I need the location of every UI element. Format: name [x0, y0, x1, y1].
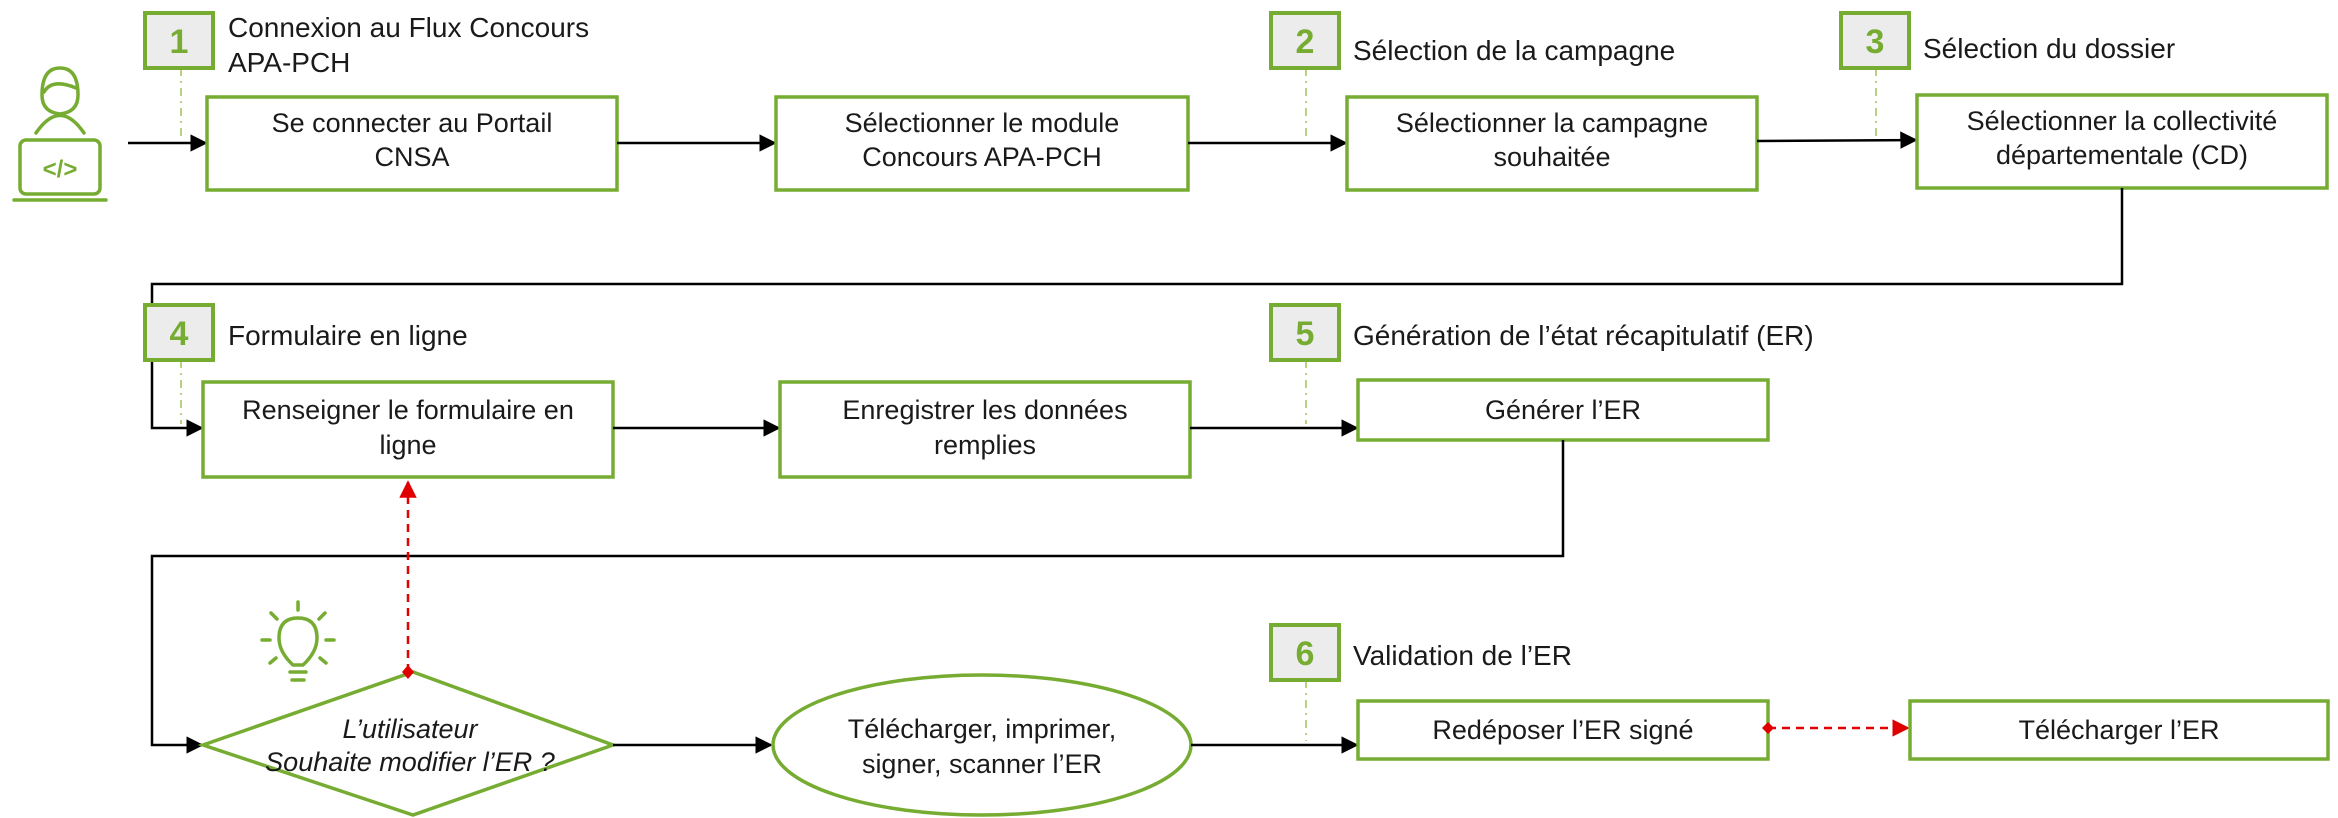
step2-number: 2	[1296, 23, 1315, 61]
fill-form-text-1: Renseigner le formulaire en	[242, 395, 574, 425]
step6-number: 6	[1296, 635, 1315, 673]
select-campaign-box	[1345, 95, 1759, 192]
connector-collectivity-to-form	[150, 188, 2124, 437]
developer-user-icon: </>	[12, 66, 108, 202]
step1-number: 1	[170, 23, 189, 61]
download-er-text: Télécharger l’ER	[2018, 715, 2219, 745]
connector-generate-to-decision	[150, 440, 1565, 754]
download-print-ellipse	[771, 673, 1193, 817]
redeposit-er-text: Redéposer l’ER signé	[1432, 715, 1693, 745]
connect-portal-box	[205, 95, 619, 192]
step4-badge	[143, 303, 215, 362]
select-campaign-text-2: souhaitée	[1493, 142, 1610, 172]
redeposit-er-box	[1356, 699, 1770, 761]
generate-er-box	[1356, 378, 1770, 442]
fill-form-text-2: ligne	[379, 430, 436, 460]
redeposit-diamond-marker	[1762, 722, 1774, 734]
step2-title: Sélection de la campagne	[1353, 35, 1675, 66]
save-data-text-1: Enregistrer les données	[842, 395, 1127, 425]
generate-er-text: Générer l’ER	[1485, 395, 1641, 425]
step1-badge	[143, 11, 215, 70]
step3-number: 3	[1866, 23, 1885, 61]
loop-back-diamond-marker	[402, 665, 414, 679]
step6-title: Validation de l’ER	[1353, 640, 1572, 671]
step4-title: Formulaire en ligne	[228, 320, 468, 351]
arrow-campaign-to-collectivity	[1756, 131, 1918, 149]
download-print-text-2: signer, scanner l’ER	[862, 749, 1102, 779]
step6-badge	[1269, 623, 1341, 682]
step1-title-2: APA-PCH	[228, 47, 350, 78]
decision-text-1: L’utilisateur	[342, 714, 478, 744]
download-er-box	[1908, 699, 2330, 761]
decision-text-2: Souhaite modifier l’ER ?	[265, 747, 555, 777]
step3-title: Sélection du dossier	[1923, 33, 2175, 64]
step1-title-1: Connexion au Flux Concours	[228, 12, 589, 43]
fill-form-box	[201, 380, 615, 479]
select-collectivity-text-1: Sélectionner la collectivité	[1967, 106, 2278, 136]
step5-title: Génération de l’état récapitulatif (ER)	[1353, 320, 1814, 351]
connect-portal-text-1: Se connecter au Portail	[272, 108, 553, 138]
save-data-text-2: remplies	[934, 430, 1036, 460]
step5-number: 5	[1296, 315, 1315, 353]
connect-portal-text-2: CNSA	[374, 142, 449, 172]
download-print-text-1: Télécharger, imprimer,	[848, 714, 1117, 744]
select-collectivity-text-2: départementale (CD)	[1996, 140, 2248, 170]
step3-badge	[1839, 11, 1911, 70]
step4-number: 4	[170, 315, 189, 353]
select-module-text-1: Sélectionner le module	[845, 108, 1120, 138]
select-campaign-text-1: Sélectionner la campagne	[1396, 108, 1708, 138]
step2-badge	[1269, 11, 1341, 70]
step5-badge	[1269, 303, 1341, 362]
svg-text:</>: </>	[43, 156, 78, 183]
select-module-text-2: Concours APA-PCH	[862, 142, 1102, 172]
lightbulb-icon	[260, 600, 336, 682]
save-data-box	[778, 380, 1192, 479]
